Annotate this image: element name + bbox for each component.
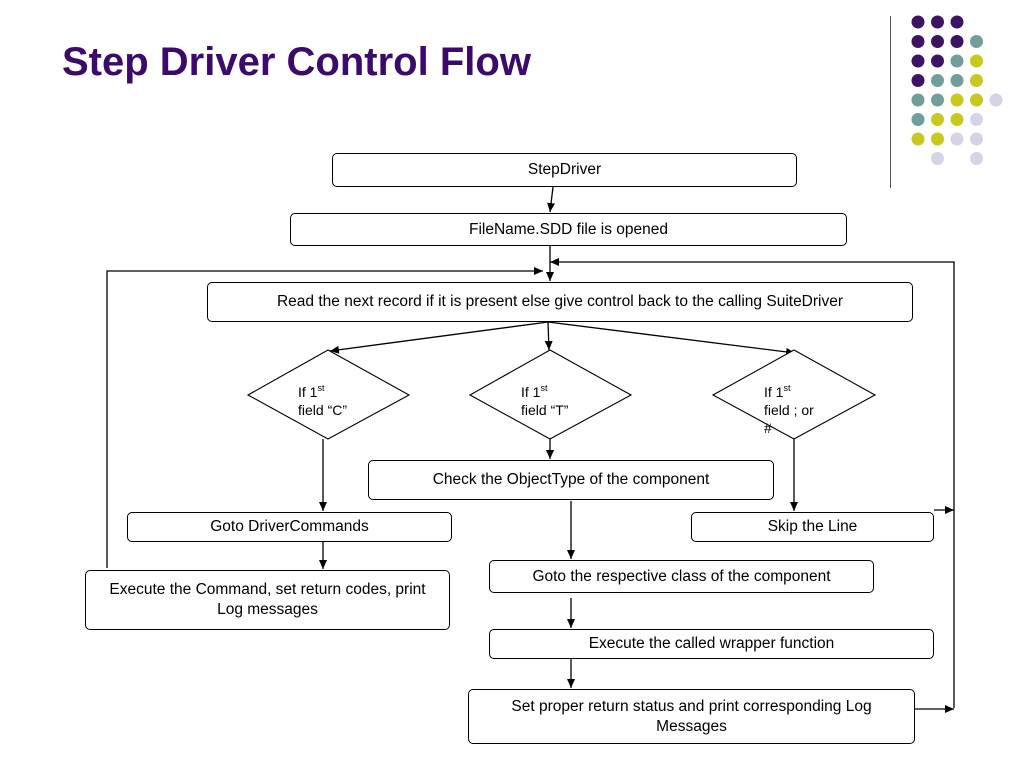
decor-dot (911, 35, 925, 48)
decision-skip-label: If 1st field ; or # (764, 379, 814, 437)
decor-dot (970, 74, 983, 87)
decision-c-line2: field “C” (298, 402, 348, 418)
title-divider-line (890, 16, 891, 188)
loop-back-left (106, 267, 543, 568)
goto-class-box: Goto the respective class of the compone… (489, 560, 874, 593)
decor-dot (950, 74, 964, 87)
decor-dot (931, 93, 944, 107)
execute-wrapper-box: Execute the called wrapper function (489, 629, 934, 659)
decor-dot (950, 15, 964, 29)
decor-dot (950, 35, 964, 48)
decor-dot (911, 113, 925, 126)
arrow-stepdriver-to-file (547, 186, 556, 213)
decision-t-line2: field “T” (521, 402, 569, 418)
decision-t-line1: If 1 (521, 384, 541, 400)
decor-dot (970, 54, 983, 68)
decor-dot (931, 74, 944, 87)
arrow-read-to-decision-c (329, 321, 549, 354)
decision-skip-sup: st (783, 383, 791, 393)
decor-dot (931, 15, 944, 29)
decor-dot (911, 74, 925, 87)
decor-dot (931, 113, 944, 126)
decor-dot (950, 93, 964, 107)
decor-dot (931, 132, 944, 146)
slide-title: Step Driver Control Flow (62, 40, 531, 84)
decision-skip-line2: field ; or (764, 402, 814, 418)
decor-dot (911, 54, 925, 68)
decor-dot (970, 93, 983, 107)
decor-dot (911, 15, 925, 29)
decision-skip-line3: # (764, 420, 772, 436)
decor-dot (970, 113, 983, 126)
skip-line-box: Skip the Line (691, 512, 934, 542)
decision-c-line1: If 1 (298, 384, 318, 400)
check-objecttype-box: Check the ObjectType of the component (368, 460, 774, 500)
dot-grid-decoration (911, 15, 1003, 165)
decor-dot (931, 35, 944, 48)
set-return-box: Set proper return status and print corre… (468, 689, 915, 744)
decision-skip-diamond (711, 349, 877, 440)
decor-dot (950, 54, 964, 68)
decor-dot (950, 132, 964, 146)
decision-t-sup: st (540, 383, 548, 393)
goto-drivercommands-box: Goto DriverCommands (127, 512, 452, 542)
decor-dot (970, 35, 983, 48)
decision-c-label: If 1st field “C” (298, 379, 347, 419)
decision-skip-line1: If 1 (764, 384, 784, 400)
execute-command-box: Execute the Command, set return codes, p… (85, 570, 450, 630)
decision-t-diamond (468, 349, 633, 440)
decor-dot (911, 132, 925, 146)
decor-dot (931, 152, 944, 165)
stepdriver-box: StepDriver (332, 153, 797, 187)
decision-t-label: If 1st field “T” (521, 379, 568, 419)
loop-back-right (550, 258, 955, 708)
arrow-read-to-decision-skip (547, 321, 796, 356)
arrow-read-to-decision-t (544, 321, 553, 351)
file-opened-box: FileName.SDD file is opened (290, 213, 847, 246)
decision-c-diamond (246, 349, 411, 440)
decor-dot (989, 93, 1003, 107)
read-record-box: Read the next record if it is present el… (207, 282, 913, 322)
decor-dot (970, 152, 983, 165)
decision-c-sup: st (317, 383, 325, 393)
decor-dot (911, 93, 925, 107)
decor-dot (950, 113, 964, 126)
decor-dot (931, 54, 944, 68)
decor-dot (970, 132, 983, 146)
